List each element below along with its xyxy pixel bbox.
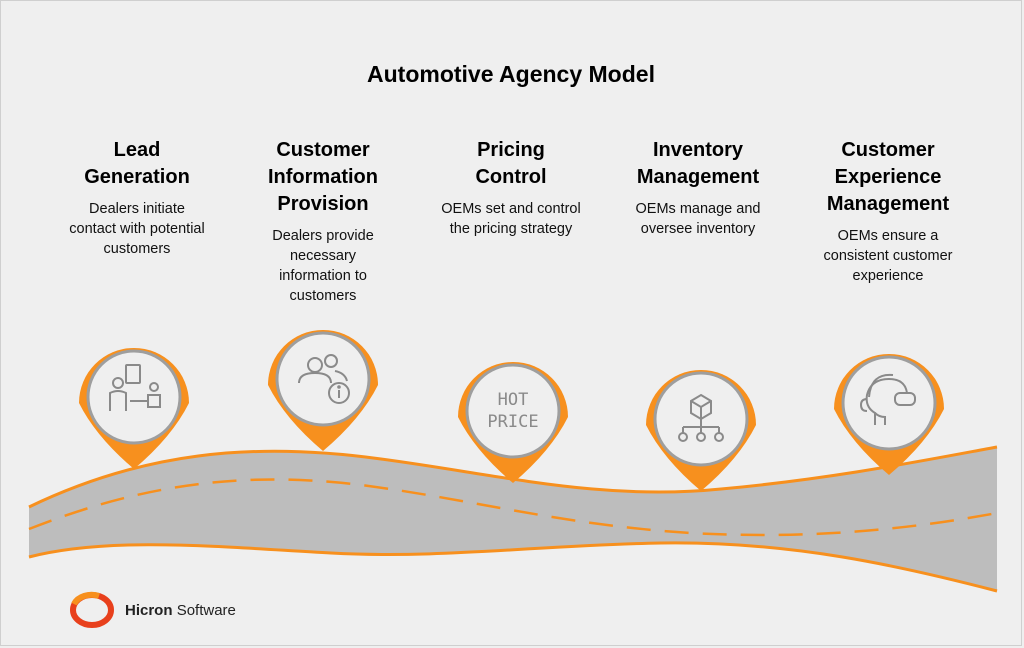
pin-pricing-control: HOT PRICE — [458, 361, 568, 483]
step-heading: Inventory Management — [636, 139, 760, 188]
road-top-edge — [28, 445, 998, 509]
step-pricing-control: Pricing Control OEMs set and control the… — [421, 137, 601, 239]
logo-suffix: Software — [176, 601, 236, 619]
step-lead-generation: Lead Generation Dealers initiate contact… — [47, 137, 227, 259]
step-description: Dealers provide necessary information to… — [272, 228, 374, 304]
hot-price-icon: HOT PRICE — [487, 390, 538, 432]
inventory-hierarchy-icon — [678, 393, 724, 442]
hicron-software-logo: Hicron Software — [69, 591, 236, 629]
pin-lead-generation — [78, 347, 189, 469]
users-info-icon — [298, 354, 350, 404]
road-center-line — [28, 478, 998, 537]
step-description: OEMs set and control the pricing strateg… — [441, 201, 581, 237]
headset-agent-icon — [859, 373, 916, 425]
icon-text-hot: HOT — [498, 390, 529, 410]
pin-customer-information-provision — [268, 329, 378, 451]
road-bottom-edge — [28, 541, 998, 593]
step-customer-experience-management: Customer Experience Management OEMs ensu… — [798, 137, 978, 286]
step-heading: Customer Information Provision — [268, 139, 378, 215]
logo-brand: Hicron — [125, 601, 173, 619]
road-surface — [29, 447, 997, 591]
pin-inventory-management — [646, 369, 756, 491]
step-description: OEMs manage and oversee inventory — [635, 201, 761, 237]
step-description: OEMs ensure a consistent customer experi… — [823, 228, 953, 284]
step-heading: Customer Experience Management — [826, 139, 950, 215]
dealer-customer-icon — [109, 364, 161, 411]
logo-text: Hicron Software — [125, 602, 236, 619]
icon-text-price: PRICE — [487, 412, 538, 432]
step-heading: Lead Generation — [84, 139, 190, 188]
hicron-logo-icon — [70, 591, 114, 628]
pin-customer-experience-management — [834, 353, 944, 475]
step-heading: Pricing Control — [475, 139, 547, 188]
step-inventory-management: Inventory Management OEMs manage and ove… — [608, 137, 788, 239]
page-title: Automotive Agency Model — [367, 61, 655, 87]
step-customer-information-provision: Customer Information Provision Dealers p… — [233, 137, 413, 306]
step-description: Dealers initiate contact with potential … — [69, 201, 205, 257]
